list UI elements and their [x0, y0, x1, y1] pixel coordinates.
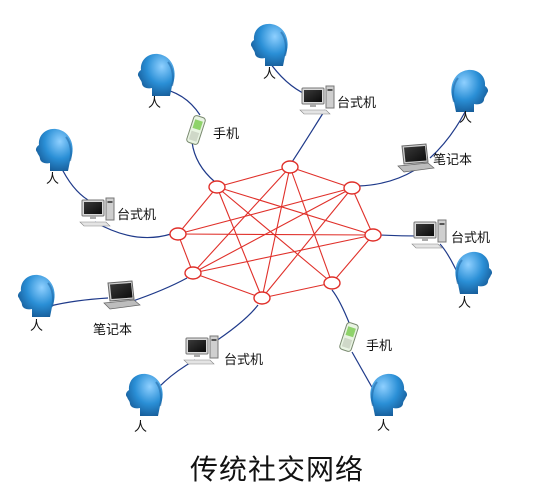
- network-node: [169, 227, 187, 241]
- network-mesh: [177, 166, 374, 299]
- person-label: 人: [46, 172, 60, 187]
- person-head-icon: [451, 69, 489, 112]
- mesh-link: [192, 272, 263, 299]
- network-nodes: [169, 160, 382, 305]
- mobile-phone-icon: [339, 322, 359, 352]
- laptop-label: 笔记本: [93, 323, 133, 338]
- person-label: 人: [263, 67, 277, 82]
- person-head-icon: [35, 128, 73, 171]
- person-head-icon: [455, 251, 493, 294]
- mesh-link: [331, 234, 374, 284]
- mesh-link: [192, 234, 374, 274]
- mesh-link: [192, 187, 353, 274]
- desktop-computer-icon: [299, 85, 335, 115]
- person-head-icon: [137, 53, 175, 96]
- mesh-link: [289, 166, 333, 284]
- mesh-link: [216, 166, 291, 188]
- device-link: [331, 289, 351, 326]
- mesh-link: [216, 186, 374, 236]
- devices: [79, 85, 447, 365]
- mesh-link: [261, 187, 353, 299]
- laptop-label: 笔记本: [433, 153, 473, 168]
- network-node: [184, 266, 202, 280]
- network-node: [343, 181, 361, 195]
- person-label: 人: [458, 296, 472, 311]
- device-link: [49, 297, 109, 307]
- phone-label: 手机: [366, 339, 393, 354]
- device-link: [191, 141, 216, 183]
- desktop-label: 台式机: [224, 353, 264, 368]
- person-head-icon: [125, 373, 163, 416]
- device-link: [289, 109, 326, 166]
- mesh-link: [177, 187, 353, 235]
- person-label: 人: [459, 111, 473, 126]
- mesh-link: [177, 186, 218, 235]
- mesh-link: [177, 233, 194, 274]
- desktop-label: 台式机: [337, 96, 377, 111]
- mesh-link: [351, 187, 374, 236]
- desktop-computer-icon: [79, 197, 115, 227]
- person-label: 人: [148, 96, 162, 111]
- mobile-phone-icon: [186, 115, 206, 145]
- diagram-title: 传统社交网络: [189, 453, 364, 486]
- mesh-link: [261, 282, 333, 299]
- network-node: [281, 160, 299, 174]
- device-link: [429, 111, 466, 159]
- desktop-label: 台式机: [117, 208, 157, 223]
- phone-label: 手机: [213, 127, 240, 142]
- person-head-icon: [17, 274, 55, 317]
- network-node: [323, 276, 341, 290]
- device-link: [129, 277, 188, 303]
- network-node: [253, 291, 271, 305]
- network-node: [364, 228, 382, 242]
- mesh-link: [216, 186, 263, 299]
- laptop-icon: [397, 143, 435, 173]
- person-head-icon: [370, 373, 408, 416]
- mesh-link: [177, 233, 374, 236]
- person-label: 人: [134, 420, 148, 435]
- desktop-computer-icon: [183, 335, 219, 365]
- laptop-icon: [103, 280, 141, 310]
- people: [17, 23, 493, 416]
- network-node: [208, 180, 226, 194]
- mesh-link: [289, 166, 353, 189]
- device-link: [357, 169, 416, 187]
- person-head-icon: [250, 23, 288, 66]
- person-label: 人: [30, 319, 44, 334]
- desktop-label: 台式机: [451, 231, 491, 246]
- mesh-link: [192, 166, 291, 274]
- person-label: 人: [377, 419, 391, 434]
- mesh-link: [261, 166, 291, 299]
- desktop-computer-icon: [411, 219, 447, 249]
- mesh-link: [216, 186, 333, 284]
